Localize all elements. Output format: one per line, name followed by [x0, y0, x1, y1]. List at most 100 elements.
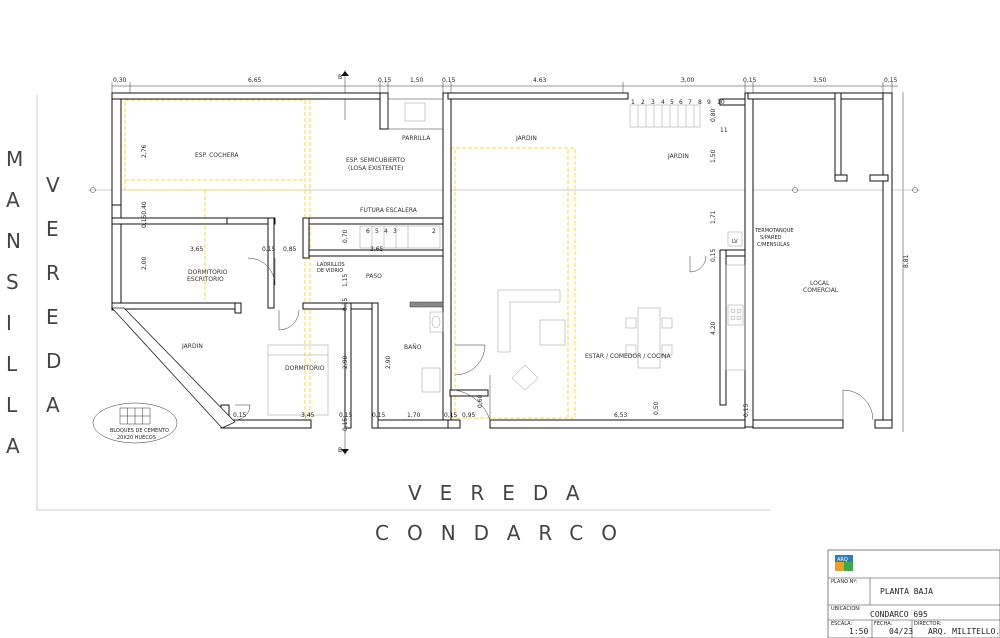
dim-6-53: 6,53: [614, 412, 628, 419]
stairs-mid: [359, 225, 441, 249]
dim-0-15c: 0,15: [342, 417, 349, 431]
dim-0-15-0-40: 0,150,40: [141, 201, 148, 228]
stair-step-1: 1: [631, 99, 635, 106]
axis-marker: [90, 187, 96, 193]
angled-garden-wall: [111, 307, 236, 429]
room-semicubierto-line-2: (LOSA EXISTENTE): [348, 165, 403, 172]
plano-value: PLANTA BAJA: [880, 587, 933, 596]
street-west-char: L: [6, 393, 18, 417]
stair-step-3: 3: [651, 99, 655, 106]
bathroom-fixtures: [409, 301, 444, 393]
dim-0-15a: 0,15: [262, 246, 276, 253]
room-estar: ESTAR / COMEDOR / COCINA: [585, 353, 671, 360]
dim-2-90b: 2,90: [385, 355, 392, 369]
top-dim-6: 4,63: [533, 77, 547, 84]
top-dim-7: 3,00: [681, 77, 695, 84]
street-west-char: E: [46, 217, 59, 241]
top-dim-3: 0,15: [378, 77, 392, 84]
dim-1-71: 1,71: [710, 210, 717, 224]
room-dormitorio-escritorio-line-1: DORMITORIO: [188, 269, 228, 276]
street-west-char: M: [6, 147, 23, 171]
door-swings: [234, 255, 874, 421]
room-jardin-left: JARDIN: [181, 343, 203, 350]
stair-step-11: 11: [720, 127, 728, 134]
stair-mid-5: 5: [375, 228, 379, 235]
termotanque-line-1: TERMOTANQUE: [754, 228, 794, 234]
dim-3-65a: 3,65: [190, 246, 204, 253]
street-west-line-1: V E R E D A: [46, 173, 61, 417]
dim-0-15d: 0,15: [233, 412, 247, 419]
top-dim-4: 1,50: [410, 77, 424, 84]
stair-step-2: 2: [641, 99, 645, 106]
exterior-walls: [111, 92, 893, 429]
parrilla-fixture: [387, 98, 444, 130]
stair-step-8: 8: [698, 99, 702, 106]
street-west-char: A: [6, 188, 20, 212]
dim-0-15b: 0,15: [342, 297, 349, 311]
street-south-line-1: VEREDA: [408, 481, 598, 505]
fecha-value: 04/23: [889, 627, 913, 636]
dim-0-15e: 0,15: [339, 412, 353, 419]
termotanque-line-2: S/PARED: [760, 235, 782, 241]
street-west-char: V: [46, 173, 60, 197]
room-dormitorio-escritorio-line-2: ESCRITORIO: [187, 276, 224, 283]
right-dim: 8,81: [903, 254, 910, 268]
street-west-char: A: [46, 393, 60, 417]
fecha-label: FECHA:: [874, 621, 893, 627]
dim-0-50: 0,50: [653, 401, 660, 415]
arq-logo-text: ARQ: [837, 557, 848, 563]
room-cochera: ESP. COCHERA: [195, 152, 239, 159]
arq-logo: [835, 555, 853, 571]
dim-1-70: 1,70: [407, 412, 421, 419]
dim-3-45: 3,45: [301, 412, 315, 419]
street-west-char: R: [46, 261, 60, 285]
dim-0-15f: 0,15: [372, 412, 386, 419]
dim-0-60: 0,60: [477, 394, 484, 408]
room-jardin-right: JARDIN: [667, 153, 689, 160]
room-dormitorio: DORMITORIO: [285, 365, 325, 372]
dim-0-85: 0,85: [283, 246, 297, 253]
street-west-char: N: [6, 229, 21, 253]
dim-3-65b: 3,65: [370, 246, 384, 253]
room-semicubierto-line-1: ESP. SEMICUBIERTO: [346, 157, 405, 164]
stair-mid-2: 2: [432, 228, 436, 235]
room-bano: BAÑO: [404, 344, 422, 351]
bloques-line-1: BLOQUES DE CEMENTO: [110, 428, 169, 434]
escala-value: 1:50: [849, 627, 868, 636]
termotanque-line-3: C/MENSULAS: [757, 242, 790, 248]
dim-2-90a: 2,90: [342, 355, 349, 369]
stair-step-10: 10: [717, 99, 725, 106]
interior-walls: [111, 98, 746, 429]
top-dim-8: 0,15: [743, 77, 757, 84]
room-local-line-2: COMERCIAL: [803, 287, 839, 294]
dim-4-20: 4,20: [710, 321, 717, 335]
room-parrilla: PARRILLA: [402, 135, 431, 142]
escala-label: ESCALA:: [831, 621, 852, 627]
director-value: ARQ. MILITELLO.: [928, 627, 1000, 636]
section-label-bottom: B: [338, 447, 342, 454]
street-west-char: S: [6, 270, 19, 294]
plano-label: PLANO Nº:: [831, 579, 858, 585]
stair-mid-6: 6: [366, 228, 370, 235]
axis-marker: [792, 187, 798, 193]
room-ladrillos-line-1: LADRILLOS: [317, 262, 345, 268]
living-furniture: [497, 231, 746, 391]
bloques-line-2: 20X20 HUECOS: [117, 435, 156, 441]
stair-mid-4: 4: [384, 228, 388, 235]
stairs-top: [629, 104, 701, 128]
dim-2-00: 2,00: [141, 256, 148, 270]
street-west-char: D: [46, 349, 61, 373]
room-ladrillos-line-2: DE VIDRIO: [317, 268, 343, 274]
dim-2-76: 2,76: [141, 144, 148, 158]
room-local-line-1: LOCAL: [810, 280, 830, 287]
section-label-top: B: [338, 74, 342, 81]
ubicacion-value: CONDARCO 695: [870, 610, 928, 619]
top-dim-5: 0,15: [442, 77, 456, 84]
dim-0-70: 0,70: [342, 229, 349, 243]
street-south-line-2: CONDARCO: [375, 521, 635, 545]
dim-0-15h: 0,15: [743, 403, 750, 417]
top-dim-10: 0,15: [884, 77, 898, 84]
lavabo-label: LV: [732, 239, 738, 245]
stair-step-9: 9: [707, 99, 711, 106]
street-west-char: E: [46, 305, 59, 329]
